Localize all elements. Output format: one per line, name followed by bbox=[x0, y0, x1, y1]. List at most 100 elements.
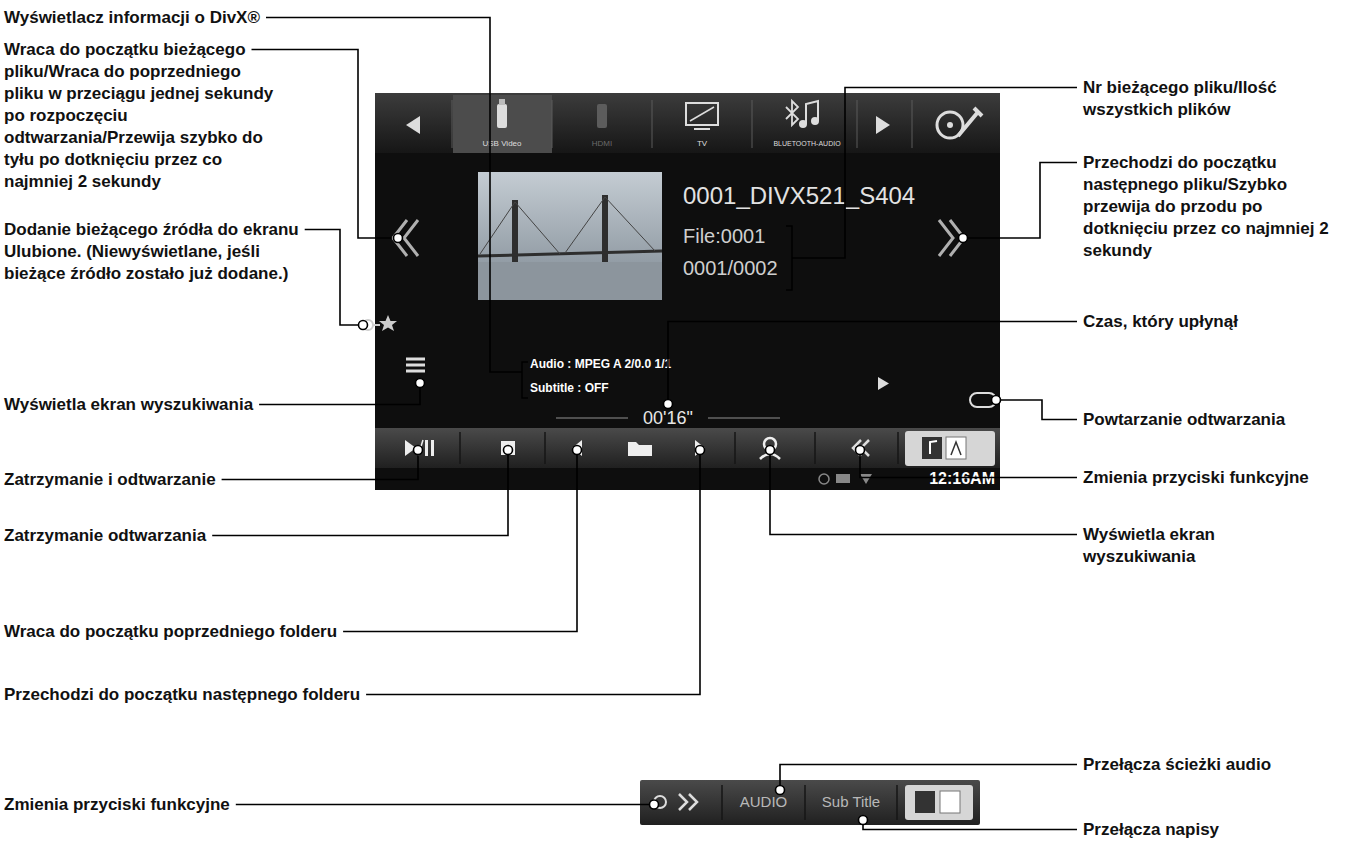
leader-line bbox=[266, 18, 522, 373]
separator bbox=[459, 432, 461, 464]
settings-disc-hole bbox=[947, 122, 953, 128]
source-bar bbox=[375, 93, 1000, 153]
screen-text: 12:16AM bbox=[890, 469, 995, 489]
hdmi-icon bbox=[597, 104, 607, 128]
screen-text: Sub Title bbox=[805, 792, 897, 812]
callout-text: Przełącza napisy bbox=[1083, 819, 1363, 841]
screen-text: TV bbox=[653, 139, 751, 149]
favourite-star bbox=[379, 315, 397, 331]
rewind-button bbox=[393, 220, 418, 256]
leader-line bbox=[770, 455, 1077, 535]
stop-button bbox=[501, 441, 515, 455]
callout-text: Zmienia przyciski funkcyjne bbox=[1083, 467, 1363, 489]
prev-source-arrow bbox=[406, 116, 420, 134]
settings-wrench bbox=[958, 108, 982, 136]
note-icon-head bbox=[811, 117, 819, 125]
screen-text: Audio : MPEG A 2/0.0 1/1 bbox=[530, 355, 671, 373]
note-icon-head bbox=[799, 120, 807, 128]
callout-text: Przechodzi do początku następnego pliku/… bbox=[1083, 152, 1333, 262]
callout-text: Wyświetla ekran wyszukiwania bbox=[1083, 524, 1243, 568]
callout-text: Wraca do początku bieżącego pliku/Wraca … bbox=[4, 39, 276, 193]
search-button bbox=[760, 454, 780, 459]
separator bbox=[814, 432, 816, 464]
next-folder-button bbox=[695, 440, 705, 456]
leader-line bbox=[212, 455, 508, 536]
bracket bbox=[522, 362, 528, 398]
active-tab bbox=[453, 95, 552, 153]
mode-icon bbox=[946, 437, 966, 459]
bridge-cables bbox=[480, 197, 655, 254]
bluetooth-icon bbox=[786, 101, 798, 125]
alt-separators bbox=[722, 785, 897, 820]
bridge-tower bbox=[512, 200, 518, 262]
alt-mode-button bbox=[905, 785, 973, 820]
mode-button bbox=[905, 431, 995, 466]
video-thumbnail bbox=[478, 172, 662, 300]
leader-dot bbox=[992, 396, 1001, 405]
leader-dot bbox=[416, 379, 425, 388]
separator bbox=[804, 785, 806, 820]
screen-text: BLUETOOTH-AUDIO bbox=[755, 139, 859, 149]
next-source-arrow bbox=[876, 116, 890, 134]
leader-line bbox=[668, 322, 1077, 401]
leader-line bbox=[305, 230, 360, 326]
leader-dot bbox=[359, 321, 368, 330]
leader-line bbox=[252, 50, 393, 239]
favourite-icon bbox=[373, 324, 380, 326]
play-button bbox=[418, 440, 423, 456]
folder-icon bbox=[628, 442, 652, 456]
leader-dot bbox=[859, 816, 868, 825]
pause-button bbox=[431, 440, 434, 456]
leader-dot bbox=[696, 446, 705, 455]
screen-text: HDMI bbox=[553, 139, 651, 149]
list-icon bbox=[406, 359, 425, 371]
separator bbox=[857, 100, 858, 148]
callout-text: Powtarzanie odtwarzania bbox=[1083, 409, 1363, 431]
leader-dot bbox=[650, 800, 659, 809]
screen-text: AUDIO bbox=[722, 792, 805, 812]
function-bar: AUDIOSub Title bbox=[640, 780, 980, 825]
callout-text: Zatrzymanie i odtwarzanie bbox=[4, 469, 264, 491]
note-icon bbox=[806, 101, 818, 124]
separator bbox=[721, 785, 723, 820]
screen-text: 0001_DIVX521_S404 bbox=[683, 181, 915, 211]
callout-text: Przełącza ścieżki audio bbox=[1083, 754, 1363, 776]
callout-text: Czas, który upłynął bbox=[1083, 311, 1363, 333]
leader-dot bbox=[394, 234, 403, 243]
screen-text: Subtitle : OFF bbox=[530, 379, 609, 397]
mode-icon bbox=[915, 791, 935, 813]
callout-text: Zatrzymanie odtwarzania bbox=[4, 525, 264, 547]
bridge-deck bbox=[478, 251, 662, 256]
play-button bbox=[405, 440, 416, 456]
status-icon bbox=[819, 474, 829, 484]
mode-icon bbox=[940, 791, 960, 813]
callout-text: Wyświetla ekran wyszukiwania bbox=[4, 394, 294, 416]
leader-line bbox=[792, 88, 1077, 259]
status-battery bbox=[836, 474, 850, 483]
callout-text: Wyświetlacz informacji o DivX® bbox=[4, 7, 304, 29]
separator bbox=[552, 100, 553, 148]
screen-text: File:0001 bbox=[683, 223, 765, 249]
callout-text: Nr bieżącego pliku/Ilość wszystkich plik… bbox=[1083, 77, 1353, 121]
mode-icon bbox=[922, 437, 942, 459]
leader-line bbox=[366, 455, 700, 695]
alt-function-bar bbox=[640, 780, 980, 825]
leader-line bbox=[780, 765, 1077, 787]
screen-panel bbox=[375, 93, 1000, 490]
bracket bbox=[786, 226, 792, 290]
leader-dot bbox=[573, 446, 582, 455]
more-button bbox=[853, 440, 869, 456]
status-signal bbox=[860, 474, 872, 484]
leader-line bbox=[236, 804, 650, 806]
leader-dot bbox=[766, 446, 775, 455]
forward-button bbox=[939, 220, 964, 256]
separator bbox=[752, 100, 753, 148]
separator bbox=[652, 100, 653, 148]
mode-icon-note bbox=[930, 441, 937, 454]
separator bbox=[897, 432, 899, 464]
button-separators bbox=[460, 432, 898, 464]
search-button bbox=[764, 438, 776, 450]
repeat-icon bbox=[970, 393, 996, 407]
leader-dot bbox=[856, 446, 865, 455]
